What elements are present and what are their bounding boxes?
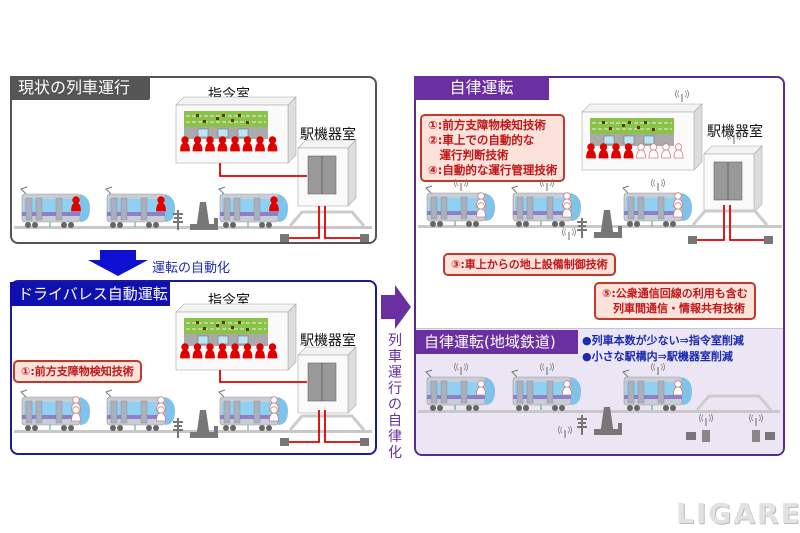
right-arrow-icon bbox=[381, 285, 411, 329]
cable-lines bbox=[288, 206, 360, 239]
control-room-icon bbox=[581, 103, 703, 171]
equipment-room-icon bbox=[297, 346, 357, 414]
autonomous-title: 自律運転 bbox=[414, 76, 549, 100]
antenna-icon bbox=[675, 89, 689, 102]
train-icon bbox=[511, 369, 581, 411]
signal-icon bbox=[577, 210, 622, 238]
antenna-icon bbox=[651, 178, 665, 191]
current-operation-title: 現状の列車運行 bbox=[10, 76, 150, 100]
track-rail bbox=[418, 410, 780, 413]
autonomy-label: 列車運行の自律化 bbox=[388, 333, 402, 461]
train-icon bbox=[425, 369, 495, 411]
regional-title: 自律運転(地域鉄道) bbox=[416, 330, 578, 354]
equipment-room-label: 駅機器室 bbox=[300, 127, 356, 143]
switch-machine-icon bbox=[280, 234, 289, 242]
cable-lines bbox=[696, 205, 764, 241]
antenna-icon bbox=[699, 413, 713, 426]
equipment-room-icon bbox=[297, 139, 357, 207]
switch-machine-icon bbox=[686, 432, 696, 440]
station-track bbox=[695, 394, 773, 411]
driverless-title: ドライバレス自動運転 bbox=[10, 282, 170, 306]
train-icon bbox=[20, 389, 90, 431]
switch-machine-icon bbox=[360, 234, 369, 242]
train-icon bbox=[105, 186, 175, 228]
regional-bullets: ●列車本数が少ない⇒指令室削減 ●小さな駅構内⇒駅機器室削減 bbox=[582, 334, 744, 363]
track-rail bbox=[14, 430, 372, 433]
switch-machine-icon bbox=[764, 236, 773, 244]
train-icon bbox=[622, 185, 692, 227]
switch-machine-icon bbox=[688, 236, 697, 244]
antenna-icon bbox=[454, 362, 468, 375]
station-track bbox=[288, 210, 366, 227]
wayside-device-icon bbox=[752, 430, 760, 442]
control-cable bbox=[219, 370, 307, 383]
equipment-room-label: 駅機器室 bbox=[300, 333, 356, 349]
ligare-watermark: LIGARE bbox=[676, 497, 800, 530]
down-arrow-icon bbox=[88, 250, 148, 276]
antenna-icon bbox=[727, 131, 741, 144]
antenna-icon bbox=[562, 227, 576, 240]
signal-icon bbox=[173, 202, 218, 230]
equipment-room-icon bbox=[703, 145, 763, 213]
track-rail bbox=[418, 225, 782, 228]
automation-label: 運転の自動化 bbox=[152, 261, 231, 276]
tech-box-obstacle-detection: ①:前方支障物検知技術 bbox=[13, 360, 142, 383]
antenna-icon bbox=[651, 362, 665, 375]
station-track bbox=[288, 414, 366, 431]
train-icon bbox=[218, 389, 288, 431]
cable-lines bbox=[288, 410, 360, 443]
antenna-icon bbox=[749, 413, 763, 426]
tech-box-ground-control: ③:車上からの地上設備制御技術 bbox=[443, 253, 616, 276]
train-icon bbox=[20, 186, 90, 228]
equipment-room-label: 駅機器室 bbox=[707, 124, 763, 140]
train-icon bbox=[425, 185, 495, 227]
switch-machine-icon bbox=[280, 438, 289, 446]
antenna-icon bbox=[540, 178, 554, 191]
signal-icon bbox=[173, 410, 218, 438]
signal-icon bbox=[577, 407, 622, 435]
train-icon bbox=[218, 186, 288, 228]
switch-machine-icon bbox=[765, 432, 775, 440]
switch-machine-icon bbox=[360, 438, 369, 446]
tech-box-autonomous: ①:前方支障物検知技術 ②:車上での自動的な 運行判断技術 ④:自動的な運行管理… bbox=[420, 114, 566, 182]
antenna-icon bbox=[558, 425, 572, 438]
control-room-icon bbox=[175, 303, 297, 371]
antenna-icon bbox=[540, 362, 554, 375]
control-cable bbox=[219, 163, 307, 177]
wayside-device-icon bbox=[702, 430, 710, 442]
train-icon bbox=[105, 389, 175, 431]
control-room-icon bbox=[175, 96, 297, 164]
train-icon bbox=[622, 369, 692, 411]
tech-box-train-communication: ⑤:公衆通信回線の利用も含む 列車間通信・情報共有技術 bbox=[594, 282, 756, 320]
antenna-icon bbox=[454, 178, 468, 191]
train-icon bbox=[511, 185, 581, 227]
